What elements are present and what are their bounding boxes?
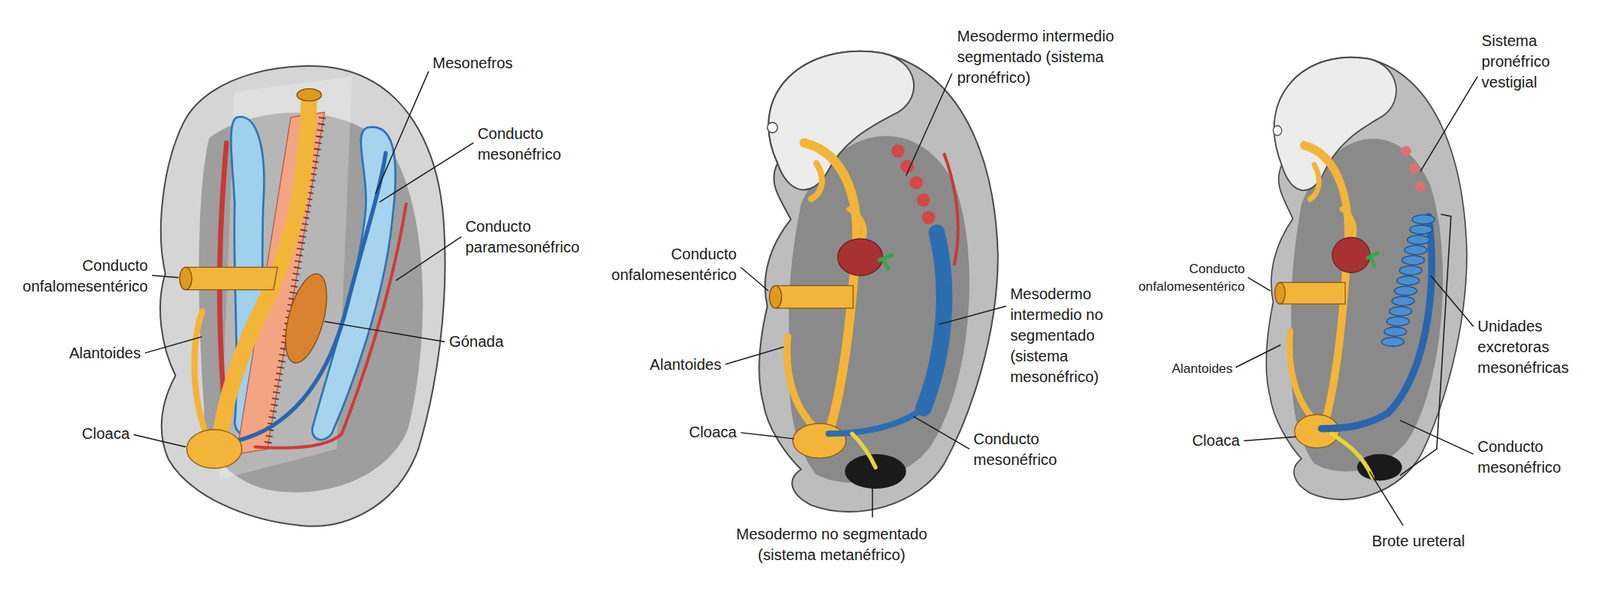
cloaca [187, 429, 243, 469]
leader-line [871, 481, 873, 518]
vestigial-segment [1415, 181, 1426, 192]
leader-line [1248, 277, 1271, 291]
embryo-figure [758, 51, 999, 512]
part-label: Cloaca [1192, 430, 1240, 451]
part-label: Mesonefros [432, 52, 513, 74]
mesonephric-duct [828, 407, 924, 434]
leader-line [133, 434, 186, 447]
gut-opening [296, 88, 322, 102]
excretory-unit [1383, 326, 1407, 336]
part-label: Brote ureteral [1371, 530, 1465, 552]
leader-line [379, 142, 474, 202]
leader-line [375, 71, 429, 194]
duct-opening [179, 266, 192, 290]
vestigial-segment [1409, 163, 1420, 174]
embryo-figure [1266, 57, 1468, 500]
excretory-unit [1399, 265, 1422, 275]
pronephric-segment [922, 210, 936, 224]
excretory-unit [1381, 337, 1404, 347]
excretory-unit [1394, 285, 1417, 296]
excretory-unit [1406, 235, 1430, 245]
excretory-unit [1396, 275, 1420, 286]
part-label: Cloaca [689, 421, 737, 443]
leader-line [906, 73, 953, 176]
part-label: Gónada [449, 331, 504, 352]
embryo-body [160, 65, 445, 526]
ureteric-bud [851, 433, 876, 467]
pronephric-segment [910, 175, 924, 189]
leader-line [144, 336, 203, 353]
paramesonephric-duct [255, 203, 407, 448]
omphalomesenteric-duct [185, 266, 278, 290]
mesonephric-duct [1321, 216, 1433, 429]
part-label: Alantoides [650, 354, 722, 375]
part-label: Conducto mesonéfrico [973, 428, 1081, 470]
ureteric-bud [1331, 433, 1373, 477]
excretory-units [1381, 214, 1435, 347]
excretory-unit [1391, 295, 1414, 306]
part-label: Cloaca [82, 423, 130, 444]
pronephric-segment [916, 193, 930, 207]
part-label: Conducto paramesonéfrico [465, 216, 596, 258]
metanephric-mesoderm [1356, 453, 1403, 481]
leader-line [1369, 470, 1403, 525]
excretory-unit [1402, 255, 1425, 265]
metanephric-mesoderm [844, 453, 907, 489]
leader-line [939, 305, 1007, 325]
vestigial-segment [1400, 145, 1411, 156]
leader-line [395, 236, 461, 281]
part-label: Conducto onfalomesentérico [1122, 259, 1246, 296]
part-label: Alantoides [1171, 359, 1233, 378]
leader-line [324, 321, 445, 342]
leader-line [725, 346, 784, 365]
leader-line [740, 432, 794, 439]
leader-line [1243, 436, 1296, 441]
leader-line [151, 275, 179, 278]
excretory-unit [1412, 214, 1435, 224]
bracket [1399, 213, 1452, 475]
mesonephric-cord [923, 232, 945, 408]
part-label: Conducto onfalomesentérico [594, 243, 737, 286]
part-label: Unidades excretoras mesonéfricas [1477, 315, 1581, 378]
part-label: Mesodermo intermedio no segmentado (sist… [1010, 283, 1134, 388]
leader-line [740, 266, 769, 291]
part-label: Conducto mesonéfrico [477, 123, 585, 165]
part-label: Mesodermo intermedio segmentado (sistema… [956, 26, 1134, 89]
leader-line [1235, 344, 1282, 368]
part-label: Sistema pronéfrico vestigial [1481, 30, 1571, 93]
part-label: Mesodermo no segmentado (sistema metanéf… [728, 523, 936, 566]
leader-lines [133, 71, 1478, 526]
leader-line [1430, 275, 1474, 326]
leader-line [913, 416, 970, 450]
allantois [194, 311, 210, 441]
leader-line [1399, 420, 1474, 454]
excretory-unit [1389, 306, 1412, 316]
excretory-unit [1409, 224, 1433, 234]
leader-line [1420, 76, 1479, 172]
part-label: Alantoides [68, 342, 141, 364]
part-label: Conducto mesonéfrico [1477, 436, 1585, 478]
gonad [277, 269, 336, 367]
excretory-unit [1386, 316, 1410, 326]
pronephric-segment [891, 144, 905, 158]
excretory-unit [1404, 245, 1427, 255]
part-label: Conducto onfalomesentérico [6, 255, 148, 297]
